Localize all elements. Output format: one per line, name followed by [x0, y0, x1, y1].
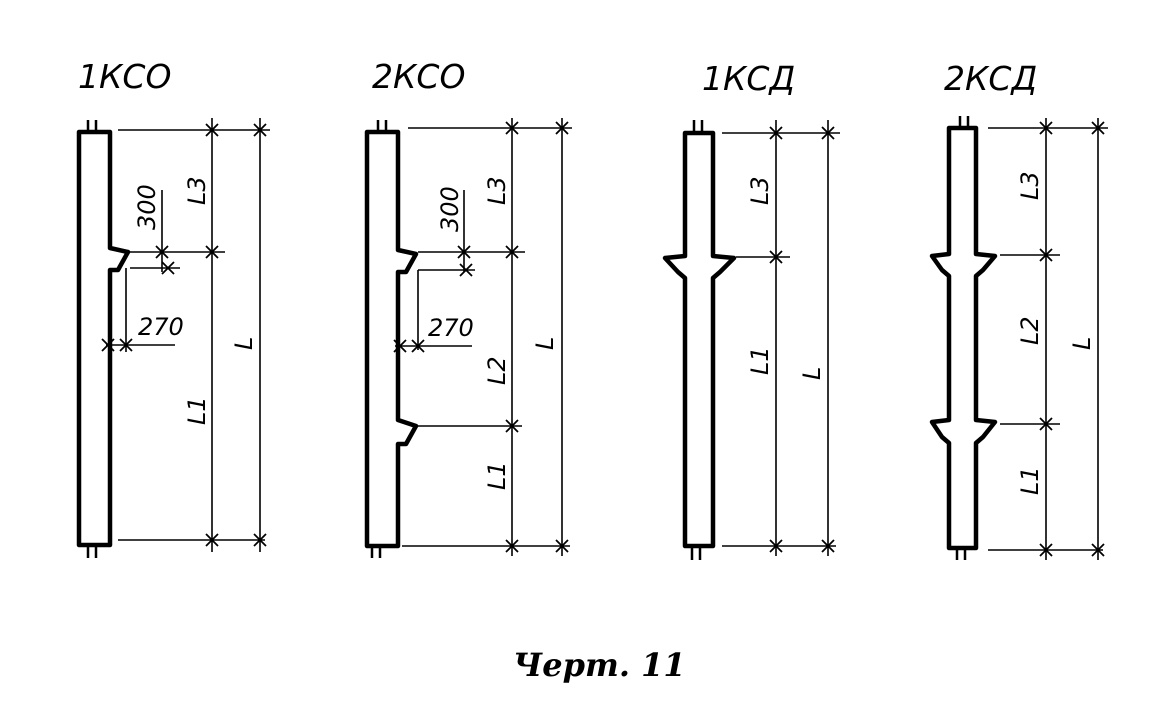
column-title: 2КСД: [944, 59, 1037, 98]
rebar-outlets: [370, 120, 388, 558]
column-2kso: 2КСО 300 270 L3 L2 L1 L: [364, 57, 572, 558]
column-body: [929, 125, 998, 551]
top-segment-label: L3: [1016, 171, 1044, 200]
top-segment-label: L3: [483, 176, 511, 205]
bottom-segment-label: L1: [1016, 466, 1044, 495]
overall-length-label: L: [798, 367, 826, 380]
dimension-lines: [106, 118, 270, 552]
bracket-width-label: 270: [138, 313, 184, 341]
column-body: [76, 129, 131, 548]
mid-segment-label: L2: [1016, 316, 1044, 345]
bracket-offset-label: 300: [133, 184, 161, 230]
bracket-width-label: 270: [428, 314, 474, 342]
top-segment-label: L3: [183, 176, 211, 205]
column-title: 1КСД: [702, 59, 795, 98]
column-body: [662, 130, 737, 549]
column-1ksd: 1КСД L3 L1 L: [662, 59, 840, 560]
dimension-lines: [395, 118, 572, 556]
column-title: 1КСО: [78, 57, 171, 96]
mid-segment-label: L2: [483, 356, 511, 385]
figure-caption: Черт. 11: [513, 646, 686, 684]
column-title: 2КСО: [372, 57, 465, 96]
top-segment-label: L3: [746, 176, 774, 205]
rebar-outlets: [690, 120, 704, 560]
overall-length-label: L: [1068, 337, 1096, 350]
rebar-outlets: [955, 116, 970, 560]
column-2ksd: 2КСД L3 L2 L1 L: [929, 59, 1108, 560]
bottom-segment-label: L1: [483, 461, 511, 490]
bracket-offset-label: 300: [436, 186, 464, 232]
dimension-lines: [722, 120, 840, 556]
overall-length-label: L: [531, 337, 559, 350]
bottom-segment-label: L1: [183, 396, 211, 425]
rebar-outlets: [86, 120, 98, 558]
column-body: [364, 129, 419, 549]
column-1ksd-o: 1КСО 300 270 L3 L1 L: [76, 57, 270, 558]
bottom-segment-label: L1: [746, 346, 774, 375]
overall-length-label: L: [230, 337, 258, 350]
